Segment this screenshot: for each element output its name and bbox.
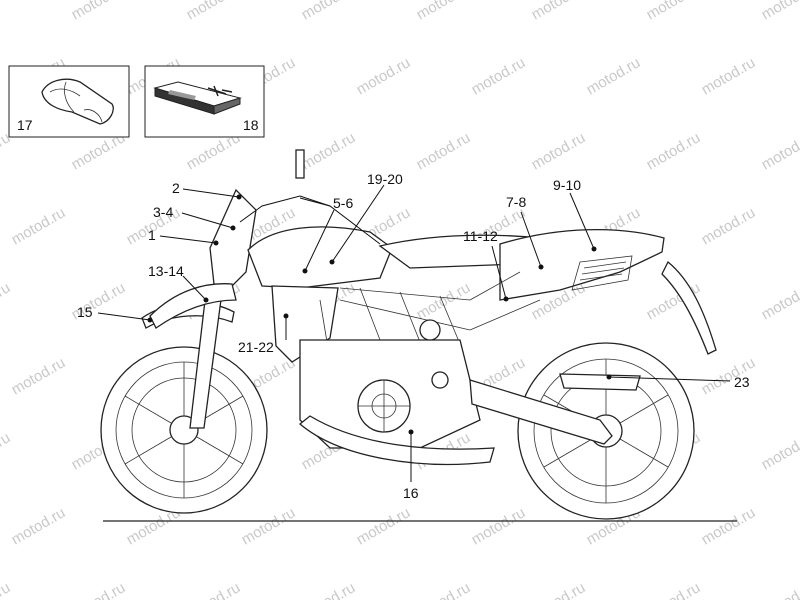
callout-7-8: 7-8: [506, 194, 526, 210]
watermark-text: motod.ru: [759, 279, 800, 323]
callout-16: 16: [403, 485, 419, 501]
inset-label-18: 18: [243, 117, 259, 133]
exhaust: [298, 415, 495, 466]
watermark-text: motod.ru: [469, 504, 529, 548]
callout-5-6: 5-6: [333, 195, 353, 211]
watermark-text: motod.ru: [414, 0, 474, 23]
watermark-text: motod.ru: [759, 129, 800, 173]
side-panel-front: [149, 283, 237, 329]
front-wheel: [100, 346, 268, 514]
watermark-text: motod.ru: [184, 579, 244, 600]
watermark-text: motod.ru: [529, 0, 589, 23]
watermark-text: motod.ru: [299, 579, 359, 600]
watermark-text: motod.ru: [299, 0, 359, 23]
watermark-text: motod.ru: [414, 279, 474, 323]
watermark-text: motod.ru: [9, 504, 69, 548]
watermark-text: motod.ru: [0, 429, 13, 473]
leader-lines: [97, 184, 731, 482]
watermark-text: motod.ru: [699, 54, 759, 98]
watermark-text: motod.ru: [9, 354, 69, 398]
watermark-text: motod.ru: [9, 204, 69, 248]
watermark-text: motod.ru: [239, 504, 299, 548]
watermark-text: motod.ru: [299, 129, 359, 173]
watermark-text: motod.ru: [644, 0, 704, 23]
callout-23: 23: [734, 374, 750, 390]
callout-labels: 2 3-4 1 13-14 15 5-6 19-20 21-22 11-12 7…: [77, 171, 750, 501]
watermark-text: motod.ru: [414, 129, 474, 173]
watermark-text: motod.ru: [354, 504, 414, 548]
tool-kit-pouch-icon: [153, 81, 242, 115]
callout-15: 15: [77, 304, 93, 320]
callout-2: 2: [172, 180, 180, 196]
watermark-text: motod.ru: [0, 579, 13, 600]
watermark-text: motod.ru: [184, 0, 244, 23]
tire-repair-kit-icon: [41, 78, 114, 125]
watermark-text: motod.ru: [0, 0, 13, 23]
callout-1: 1: [148, 227, 156, 243]
motorcycle-illustration: [100, 149, 717, 520]
inset-label-17: 17: [17, 117, 33, 133]
fuel-tank: [247, 226, 393, 289]
watermark-text: motod.ru: [469, 54, 529, 98]
trellis-frame: [319, 271, 541, 361]
callout-19-20: 19-20: [367, 171, 403, 187]
watermark-text: motod.ru: [644, 129, 704, 173]
watermark-text: motod.ru: [69, 0, 129, 23]
callout-11-12: 11-12: [463, 228, 498, 244]
watermark-text: motod.ru: [759, 429, 800, 473]
watermark-text: motod.ru: [0, 279, 13, 323]
engine-block: [299, 319, 481, 449]
watermark-text: motod.ru: [644, 579, 704, 600]
watermark-text: motod.ru: [699, 204, 759, 248]
swingarm: [469, 379, 613, 445]
callout-3-4: 3-4: [153, 204, 173, 220]
watermark-text: motod.ru: [354, 54, 414, 98]
watermark-text: motod.ru: [759, 579, 800, 600]
watermark-text: motod.ru: [699, 504, 759, 548]
watermark-text: motod.ru: [759, 0, 800, 23]
callout-9-10: 9-10: [553, 177, 581, 193]
watermark-text: motod.ru: [69, 579, 129, 600]
tail-section: [499, 228, 665, 301]
watermark-text: motod.ru: [414, 579, 474, 600]
inset-box-18: 18: [144, 65, 265, 138]
watermark-text: motod.ru: [584, 54, 644, 98]
watermark-text: motod.ru: [529, 129, 589, 173]
callout-13-14: 13-14: [148, 263, 184, 279]
watermark-text: motod.ru: [529, 579, 589, 600]
inset-box-17: 17: [8, 65, 130, 138]
callout-21-22: 21-22: [238, 339, 274, 355]
